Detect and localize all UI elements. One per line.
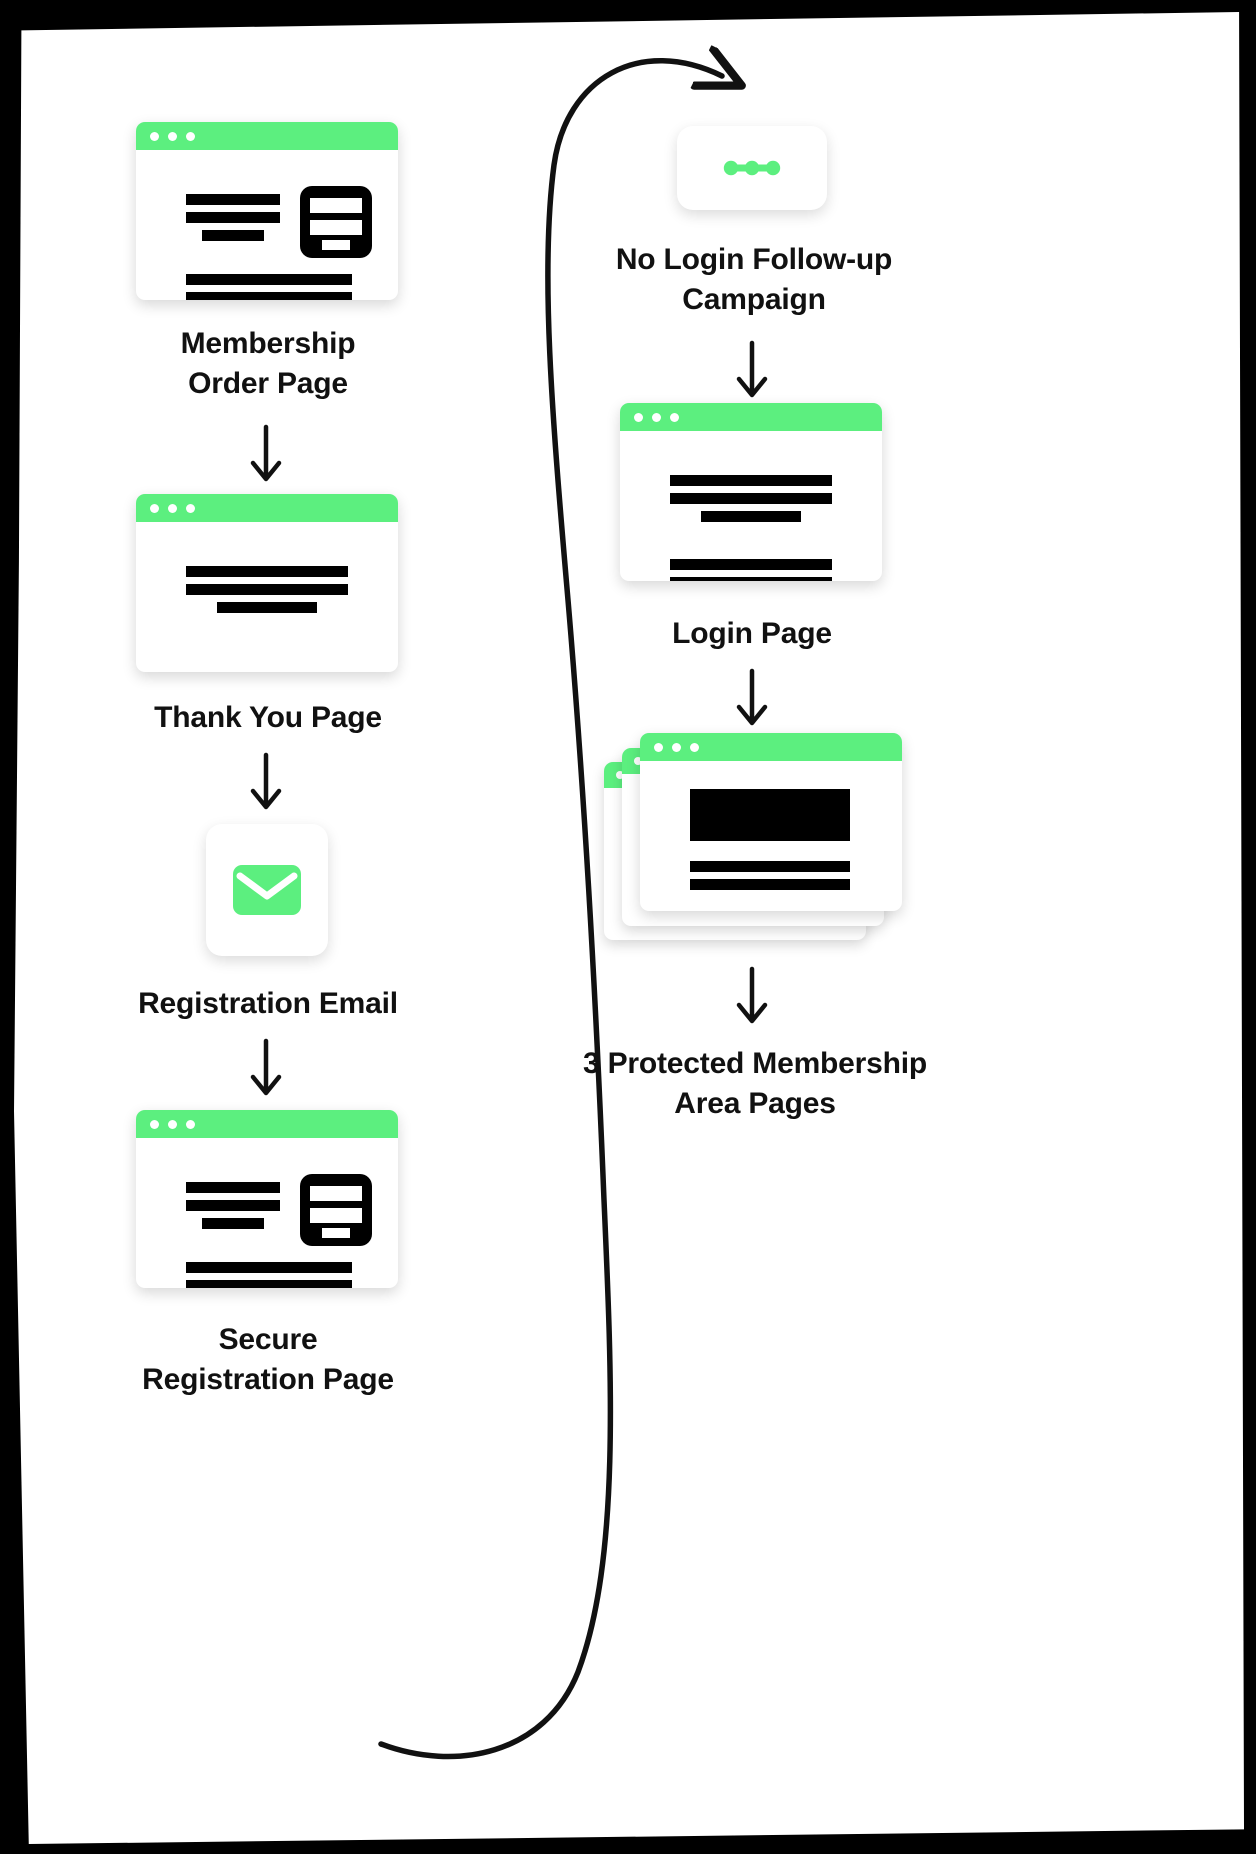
label-line: 3 Protected Membership [582, 1047, 928, 1080]
label-line: Login Page [672, 617, 832, 650]
registration-email-label: Registration Email [96, 984, 440, 1024]
window-titlebar [136, 122, 398, 150]
label-line: Membership [180, 327, 356, 360]
window-dot-icon [186, 131, 195, 141]
label-line: Registration Email [138, 987, 398, 1020]
thank-you-page-label: Thank You Page [106, 698, 430, 738]
content-line [690, 861, 850, 872]
window-dot-icon [652, 412, 661, 422]
window-content [136, 150, 398, 300]
envelope-icon [233, 865, 301, 915]
window-dot-icon [168, 131, 177, 141]
window-dot-icon [654, 742, 663, 752]
content-line [202, 1218, 264, 1229]
label-line: Area Pages [674, 1087, 836, 1121]
content-line [670, 577, 832, 581]
window-content [136, 522, 398, 672]
content-line [690, 879, 850, 890]
no-login-followup-campaign-tile[interactable] [677, 126, 827, 210]
down-arrow-icon [736, 340, 768, 398]
content-line [670, 493, 832, 504]
label-line: Secure [218, 1323, 318, 1356]
window-content [620, 431, 882, 581]
window-dot-icon [150, 503, 159, 513]
window-titlebar [640, 733, 902, 761]
window-dot-icon [670, 412, 679, 422]
content-line [186, 584, 348, 595]
content-line [186, 1280, 352, 1288]
window-titlebar [136, 494, 398, 522]
content-line [670, 475, 832, 486]
content-line [186, 212, 280, 223]
protected-membership-area-pages-label: 3 Protected Membership Area Pages [535, 1044, 975, 1124]
window-dot-icon [634, 757, 642, 765]
down-arrow-icon [250, 752, 282, 810]
window-dot-icon [168, 1119, 177, 1129]
label-line: Order Page [188, 367, 348, 401]
content-line [217, 602, 317, 613]
secure-registration-page-window[interactable] [136, 1110, 398, 1288]
content-line [186, 194, 280, 205]
content-line [186, 1262, 352, 1273]
window-dot-icon [634, 412, 643, 422]
down-arrow-icon [736, 668, 768, 726]
window-titlebar [620, 403, 882, 431]
label-line: No Login Follow-up [615, 243, 893, 276]
content-line [186, 566, 348, 577]
credit-card-icon [300, 186, 372, 258]
window-dot-icon [672, 742, 681, 752]
content-block [690, 789, 850, 841]
membership-order-page-window[interactable] [136, 122, 398, 300]
window-content [136, 1138, 398, 1288]
content-line [186, 292, 352, 300]
label-line: Registration Page [142, 1363, 394, 1397]
content-line [670, 559, 832, 570]
content-line [701, 511, 801, 522]
window-dot-icon [150, 131, 159, 141]
membership-order-page-label: Membership Order Page [106, 324, 430, 404]
protected-page-window-front[interactable] [640, 733, 902, 911]
content-line [186, 1200, 280, 1211]
campaign-dots-icon [723, 160, 781, 176]
credit-card-icon [300, 1174, 372, 1246]
registration-email-tile[interactable] [206, 824, 328, 956]
down-arrow-icon [250, 424, 282, 482]
window-dot-icon [186, 503, 195, 513]
content-line [186, 1182, 280, 1193]
content-line [186, 274, 352, 285]
secure-registration-page-label: Secure Registration Page [86, 1320, 450, 1400]
login-page-label: Login Page [590, 614, 914, 654]
thank-you-page-window[interactable] [136, 494, 398, 672]
window-dot-icon [186, 1119, 195, 1129]
down-arrow-icon [250, 1038, 282, 1096]
label-line: Campaign [682, 283, 826, 317]
login-page-window[interactable] [620, 403, 882, 581]
label-line: Thank You Page [154, 701, 382, 734]
no-login-followup-campaign-label: No Login Follow-up Campaign [566, 240, 942, 320]
window-dot-icon [616, 771, 624, 779]
window-dot-icon [168, 503, 177, 513]
window-content [640, 761, 902, 911]
window-dot-icon [690, 742, 699, 752]
down-arrow-icon [736, 966, 768, 1024]
window-dot-icon [150, 1119, 159, 1129]
window-titlebar [136, 1110, 398, 1138]
content-line [202, 230, 264, 241]
